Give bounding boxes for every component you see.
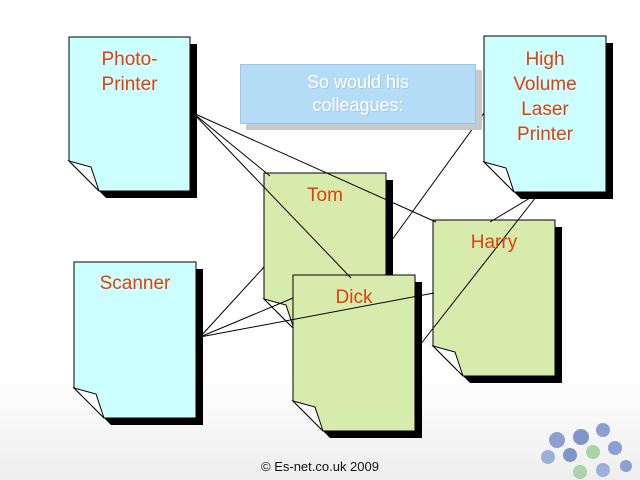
decor-dot bbox=[573, 465, 587, 479]
callout-box: So would his colleagues: bbox=[240, 64, 476, 124]
decor-dot bbox=[586, 445, 600, 459]
link-photo-printer-tom bbox=[192, 112, 271, 177]
photo-printer-label-line1: Photo- bbox=[101, 49, 158, 70]
decor-dot bbox=[573, 429, 589, 445]
scanner-document bbox=[72, 261, 203, 425]
photo-printer-label: Photo- Printer bbox=[69, 47, 190, 97]
tom-label: Tom bbox=[307, 185, 343, 206]
decor-dot bbox=[608, 441, 622, 455]
connection-lines bbox=[192, 112, 541, 346]
hv-laser-label-line2: Volume bbox=[513, 74, 577, 95]
dick-label: Dick bbox=[335, 287, 373, 308]
decor-dot bbox=[596, 463, 610, 477]
hv-laser-printer-document bbox=[482, 35, 613, 199]
decor-dot bbox=[620, 460, 632, 472]
link-photo-printer-dick bbox=[192, 112, 352, 279]
callout-line2: colleagues: bbox=[312, 95, 404, 115]
link-scanner-tom bbox=[199, 266, 265, 338]
hv-laser-label-line1: High bbox=[525, 49, 565, 70]
link-scanner-harry bbox=[199, 292, 435, 338]
decor-dot bbox=[563, 448, 577, 462]
hv-laser-printer-label: High Volume Laser Printer bbox=[484, 47, 606, 147]
link-laser-tom bbox=[388, 112, 485, 245]
callout-text: So would his colleagues: bbox=[241, 71, 475, 117]
hv-laser-label-line4: Printer bbox=[517, 124, 573, 145]
harry-document bbox=[431, 219, 562, 383]
hv-laser-label-line3: Laser bbox=[521, 99, 569, 120]
decor-dot bbox=[541, 450, 555, 464]
callout-line1: So would his bbox=[306, 72, 410, 92]
decor-dot bbox=[549, 432, 565, 448]
photo-printer-document bbox=[67, 36, 197, 198]
link-photo-printer-harry bbox=[192, 112, 437, 223]
harry-label: Harry bbox=[470, 232, 518, 253]
scanner-label-line1: Scanner bbox=[99, 273, 171, 294]
decor-dot bbox=[596, 423, 610, 437]
decorative-dots bbox=[541, 423, 632, 479]
scanner-label: Scanner bbox=[74, 271, 196, 296]
copyright-footer: © Es-net.co.uk 2009 bbox=[261, 459, 379, 474]
link-laser-dick bbox=[419, 191, 541, 346]
link-scanner-dick bbox=[199, 297, 294, 338]
link-laser-harry bbox=[489, 191, 541, 223]
photo-printer-label-line2: Printer bbox=[101, 74, 158, 95]
